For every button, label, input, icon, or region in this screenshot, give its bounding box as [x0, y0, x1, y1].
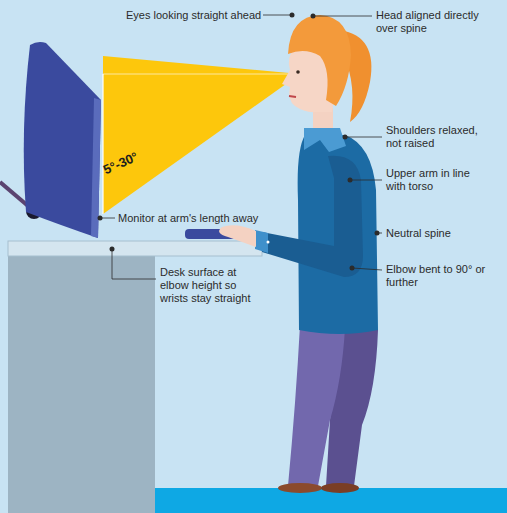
leader-dot: [375, 231, 380, 236]
desk-body: [8, 256, 155, 513]
arm: [262, 156, 363, 277]
callout-label: Elbow bent to 90° or further: [386, 263, 494, 289]
callout-label: Monitor at arm's length away: [118, 212, 258, 225]
leader-dot: [290, 13, 295, 18]
desk-top: [8, 241, 262, 256]
monitor: [24, 42, 101, 238]
callout-label: Neutral spine: [386, 227, 451, 240]
angle-line: [103, 74, 300, 75]
leader-dot: [343, 135, 348, 140]
leader-dot: [348, 178, 353, 183]
cuff: [255, 230, 268, 253]
callout-label: Desk surface at elbow height so wrists s…: [160, 266, 260, 305]
mouth: [289, 96, 296, 97]
callout-label: Eyes looking straight ahead: [126, 9, 261, 22]
leader-dot: [110, 247, 115, 252]
shoe: [321, 483, 359, 493]
button: [267, 241, 270, 244]
sight-cone: [103, 56, 300, 214]
leader-line: [112, 249, 156, 279]
eye: [296, 70, 300, 74]
leader-dot: [350, 266, 355, 271]
angle-label: 5°-30°: [101, 150, 140, 177]
leader-line: [313, 16, 372, 17]
collar: [304, 128, 346, 152]
leader-line: [263, 15, 292, 16]
callout-label: Shoulders relaxed, not raised: [386, 124, 494, 150]
callout-label: Upper arm in line with torso: [386, 167, 491, 193]
leader-dot: [98, 216, 103, 221]
leader-dot: [311, 14, 316, 19]
leader-line: [352, 268, 382, 270]
leader-line: [345, 137, 382, 138]
hand: [219, 225, 256, 247]
callout-label: Head aligned directly over spine: [376, 9, 494, 35]
shoe: [278, 483, 322, 493]
angle-line: [102, 74, 103, 214]
hair: [288, 15, 351, 106]
leader-line: [350, 180, 382, 181]
front-leg: [288, 325, 345, 486]
